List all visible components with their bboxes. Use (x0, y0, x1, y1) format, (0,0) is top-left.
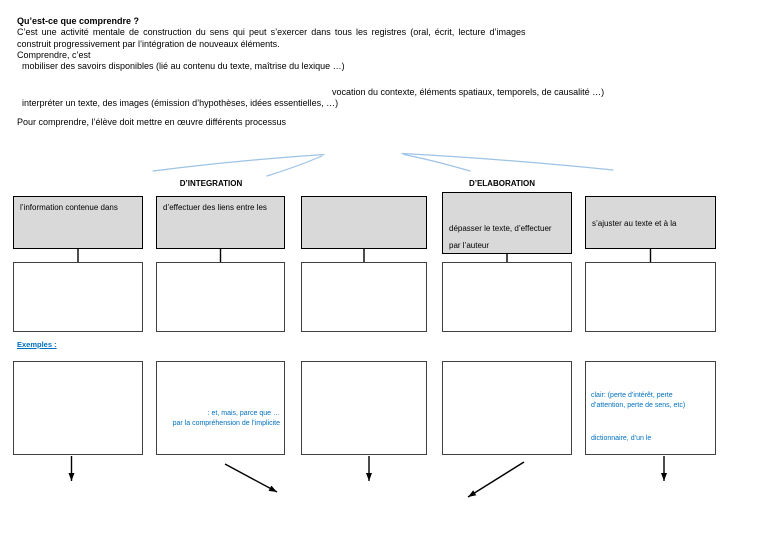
intro-line-mobiliser: mobiliser des savoirs disponibles (lié a… (22, 61, 345, 72)
label-integration: D’INTEGRATION (179, 179, 243, 188)
process-box-3 (301, 196, 427, 249)
process-box-2: d’effectuer des liens entre les (156, 196, 285, 249)
answer-box-2 (156, 262, 285, 332)
example-box-3 (301, 361, 427, 455)
fan-line-left-short (266, 155, 323, 177)
example-box-2-text: : et, mais, parce que … par la compréhen… (162, 409, 280, 428)
answer-box-1 (13, 262, 143, 332)
label-elaboration: D’ELABORATION (468, 179, 536, 188)
process-box-1: l’information contenue dans (13, 196, 143, 249)
process-box-4: dépasser le texte, d’effectuer par l’aut… (442, 192, 572, 254)
fan-line-right-long (401, 152, 614, 171)
answer-box-5 (585, 262, 716, 332)
down-right-arrow-icon (224, 463, 278, 493)
example-box-4 (442, 361, 572, 455)
example-box-5-line2: d’attention, perte de sens, etc) (591, 402, 686, 409)
examples-label: Exemples : (17, 340, 57, 349)
intro-text: Qu’est-ce que comprendre ? C’est une act… (17, 16, 752, 128)
down-left-arrow-icon (467, 461, 525, 498)
answer-box-3 (301, 262, 427, 332)
example-box-5-line1: clair: (perte d’intérêt, perte (591, 392, 673, 399)
example-box-2: : et, mais, parce que … par la compréhen… (156, 361, 285, 455)
bottom-arrows (68, 456, 667, 498)
process-box-5: s’ajuster au texte et à la (585, 196, 716, 249)
example-box-5-text: clair: (perte d’intérêt, perte d’attenti… (591, 391, 711, 444)
fan-line-right-short (403, 153, 471, 172)
process-box-2-text: d’effectuer des liens entre les (163, 203, 267, 212)
example-box-2-line2: par la compréhension de l’implicite (172, 419, 280, 427)
doc-title: Qu’est-ce que comprendre ? (17, 16, 140, 26)
process-box-4-line1: dépasser le texte, d’effectuer (449, 224, 552, 233)
process-box-5-text: s’ajuster au texte et à la (592, 219, 677, 228)
example-box-5-line3: dictionnaire, d’un le (591, 435, 652, 442)
intro-line-interpreter: interpréter un texte, des images (émissi… (22, 98, 339, 109)
example-box-1 (13, 361, 143, 455)
example-box-5: clair: (perte d’intérêt, perte d’attenti… (585, 361, 716, 455)
process-box-4-line2: par l’auteur (449, 241, 490, 250)
example-box-2-line1: : et, mais, parce que … (207, 410, 280, 417)
intro-line-registres: C’est une activité mentale de constructi… (17, 27, 526, 38)
intro-line-comprendre: Comprendre, c’est (17, 49, 91, 60)
blue-fan-lines (152, 152, 614, 177)
box-connectors (77, 249, 652, 263)
intro-line-vocation: vocation du contexte, éléments spatiaux,… (332, 86, 605, 97)
answer-box-4 (442, 262, 572, 332)
fan-line-left-long (152, 153, 325, 172)
intro-line-pour: Pour comprendre, l’élève doit mettre en … (17, 116, 286, 127)
intro-line-construit: construit progressivement par l’intégrat… (17, 38, 280, 49)
process-box-1-text: l’information contenue dans (20, 203, 118, 212)
